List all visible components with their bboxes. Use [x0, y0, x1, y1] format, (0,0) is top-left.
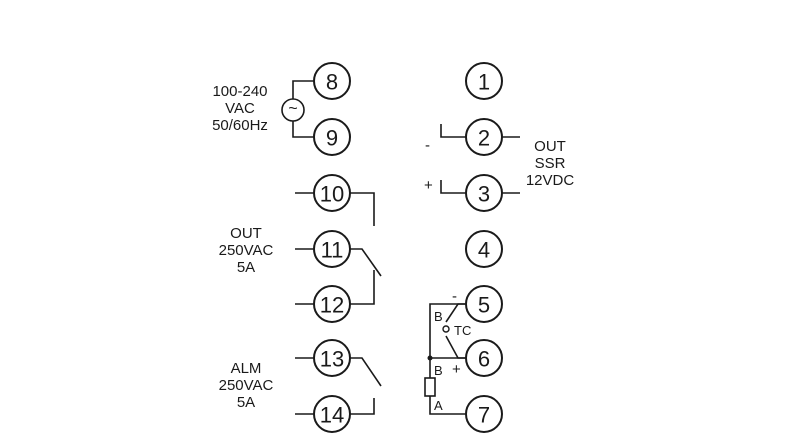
terminal-7-label: 7	[478, 403, 490, 428]
relay-out-section: OUT 250VAC 5A	[219, 192, 382, 305]
terminal-10-label: 10	[320, 182, 344, 207]
ssr-plus-wire	[440, 180, 466, 194]
relay-out-label-line3: 5A	[237, 259, 255, 276]
terminal-6-label: 6	[478, 347, 490, 372]
ac-symbol: ~	[288, 101, 297, 118]
terminal-4-label: 4	[478, 238, 490, 263]
alarm-contact-wire	[350, 398, 375, 415]
power-wire-9	[292, 121, 314, 138]
alarm-switch-blade	[350, 357, 382, 387]
alarm-label-line1: ALM	[231, 360, 262, 377]
terminal-5-label: 5	[478, 293, 490, 318]
tc-plus-sign: +	[452, 361, 461, 378]
ssr-minus-wire	[440, 124, 466, 138]
ssr-plus-sign: +	[424, 177, 433, 194]
rtd-a-wire	[429, 396, 466, 415]
tc-junction-icon	[442, 325, 450, 333]
terminal-14-label: 14	[320, 403, 344, 428]
terminal-6	[465, 339, 503, 377]
ssr-label-line1: OUT	[534, 138, 566, 155]
rtd-resistor-icon	[424, 377, 436, 397]
terminal-block: 8 9 10 11 12 13 14 1 2 3 4 5 6 7	[313, 62, 503, 433]
tc-minus-sign: -	[452, 288, 457, 305]
power-supply-section: 100-240 VAC 50/60Hz ~	[212, 80, 314, 138]
terminal-5	[465, 285, 503, 323]
sensor-input-section: B TC - B + A	[424, 288, 471, 415]
terminal-3	[465, 174, 503, 212]
power-wire-8	[292, 80, 314, 99]
terminal-1	[465, 62, 503, 100]
ssr-minus-sign: -	[425, 137, 430, 154]
tc-minus-lead	[445, 303, 466, 323]
terminal-9-label: 9	[326, 126, 338, 151]
terminal-7	[465, 395, 503, 433]
terminal-13	[313, 339, 351, 377]
terminal-10	[313, 174, 351, 212]
relay-out-label-line2: 250VAC	[219, 242, 274, 259]
terminal-2-label: 2	[478, 126, 490, 151]
relay-out-label-line1: OUT	[230, 225, 262, 242]
terminal-11-label: 11	[321, 238, 344, 263]
terminal-12-label: 12	[320, 293, 344, 318]
rtd-label-b-lower: B	[434, 363, 443, 378]
terminal-2	[465, 118, 503, 156]
terminal-3-label: 3	[478, 182, 490, 207]
alarm-label-line3: 5A	[237, 394, 255, 411]
rtd-b-wire	[429, 303, 466, 359]
terminal-11	[313, 230, 351, 268]
terminal-12	[313, 285, 351, 323]
terminal-13-label: 13	[320, 347, 344, 372]
tc-label: TC	[454, 323, 471, 338]
power-label-line2: VAC	[225, 100, 255, 117]
terminal-4	[465, 230, 503, 268]
relay-no-wire	[350, 270, 375, 305]
alarm-label-line2: 250VAC	[219, 377, 274, 394]
relay-switch-blade	[350, 248, 382, 277]
terminal-14	[313, 395, 351, 433]
terminal-1-label: 1	[478, 70, 490, 95]
rtd-label-b-upper: B	[434, 309, 443, 324]
ssr-label-line3: 12VDC	[526, 172, 575, 189]
tc-plus-lead	[445, 335, 466, 359]
ssr-out-section: - + OUT SSR 12VDC	[424, 124, 574, 194]
power-label-line1: 100-240	[212, 83, 267, 100]
terminal-8	[313, 62, 351, 100]
rtd-label-a: A	[434, 398, 443, 413]
ssr-label-line2: SSR	[535, 155, 566, 172]
ac-source-icon	[281, 98, 305, 122]
terminal-8-label: 8	[326, 70, 338, 95]
power-label-line3: 50/60Hz	[212, 117, 268, 134]
terminal-9	[313, 118, 351, 156]
relay-nc-wire	[350, 192, 375, 226]
alarm-section: ALM 250VAC 5A	[219, 357, 382, 415]
